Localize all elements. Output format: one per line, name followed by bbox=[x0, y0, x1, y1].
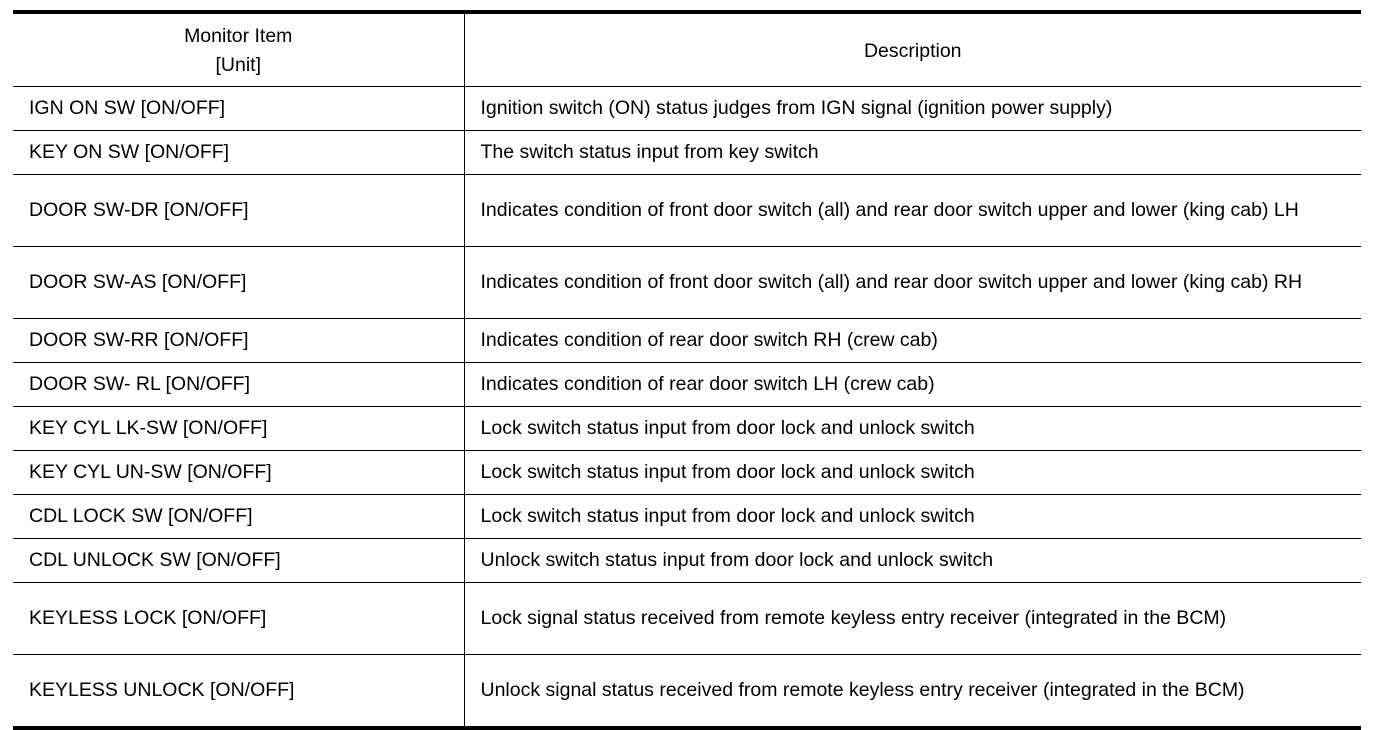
table-row: DOOR SW-RR [ON/OFF] Indicates condition … bbox=[13, 318, 1361, 363]
description-cell: Lock switch status input from door lock … bbox=[463, 450, 1361, 495]
description-cell: Unlock signal status received from remot… bbox=[463, 654, 1361, 728]
description-cell: Indicates condition of rear door switch … bbox=[463, 362, 1361, 407]
monitor-item-cell: KEYLESS LOCK [ON/OFF] bbox=[13, 582, 464, 655]
description-cell: Unlock switch status input from door loc… bbox=[463, 538, 1361, 583]
table-row: KEY CYL UN-SW [ON/OFF] Lock switch statu… bbox=[13, 450, 1361, 495]
description-cell: Indicates condition of front door switch… bbox=[463, 246, 1361, 319]
monitor-item-cell: KEY ON SW [ON/OFF] bbox=[13, 130, 464, 175]
monitor-item-cell: KEY CYL UN-SW [ON/OFF] bbox=[13, 450, 464, 495]
monitor-item-cell: CDL LOCK SW [ON/OFF] bbox=[13, 494, 464, 539]
description-cell: Lock signal status received from remote … bbox=[463, 582, 1361, 655]
description-cell: Indicates condition of front door switch… bbox=[463, 174, 1361, 247]
table-row: CDL UNLOCK SW [ON/OFF] Unlock switch sta… bbox=[13, 538, 1361, 583]
description-cell: Lock switch status input from door lock … bbox=[463, 494, 1361, 539]
table-header-row: Monitor Item [Unit] Description bbox=[13, 12, 1361, 87]
table-row: KEYLESS LOCK [ON/OFF] Lock signal status… bbox=[13, 582, 1361, 655]
header-unit-label: [Unit] bbox=[215, 54, 261, 76]
monitor-item-cell: CDL UNLOCK SW [ON/OFF] bbox=[13, 538, 464, 583]
header-monitor-item-label: Monitor Item bbox=[184, 25, 293, 47]
table-row: IGN ON SW [ON/OFF] Ignition switch (ON) … bbox=[13, 86, 1361, 131]
monitor-item-cell: DOOR SW- RL [ON/OFF] bbox=[13, 362, 464, 407]
monitor-item-cell: KEY CYL LK-SW [ON/OFF] bbox=[13, 406, 464, 451]
table-row: CDL LOCK SW [ON/OFF] Lock switch status … bbox=[13, 494, 1361, 539]
monitor-item-cell: DOOR SW-RR [ON/OFF] bbox=[13, 318, 464, 363]
table-row: KEYLESS UNLOCK [ON/OFF] Unlock signal st… bbox=[13, 654, 1361, 728]
description-cell: The switch status input from key switch bbox=[463, 130, 1361, 175]
table-row: DOOR SW-AS [ON/OFF] Indicates condition … bbox=[13, 246, 1361, 319]
monitor-item-cell: KEYLESS UNLOCK [ON/OFF] bbox=[29, 679, 295, 701]
header-description-label: Description bbox=[863, 39, 962, 62]
description-cell: Lock switch status input from door lock … bbox=[463, 406, 1361, 451]
monitor-item-cell: DOOR SW-AS [ON/OFF] bbox=[13, 246, 464, 319]
monitor-item-cell: DOOR SW-DR [ON/OFF] bbox=[13, 174, 464, 247]
header-description: Description bbox=[463, 12, 1361, 87]
description-cell: Indicates condition of rear door switch … bbox=[463, 318, 1361, 363]
table-row: DOOR SW- RL [ON/OFF] Indicates condition… bbox=[13, 362, 1361, 407]
table-row: KEY CYL LK-SW [ON/OFF] Lock switch statu… bbox=[13, 406, 1361, 451]
monitor-table-container: Monitor Item [Unit] Description IGN ON S… bbox=[13, 10, 1361, 730]
monitor-item-table: Monitor Item [Unit] Description IGN ON S… bbox=[13, 10, 1361, 730]
header-monitor-item: Monitor Item [Unit] bbox=[13, 12, 464, 87]
monitor-item-cell: IGN ON SW [ON/OFF] bbox=[13, 86, 464, 131]
description-cell: Ignition switch (ON) status judges from … bbox=[463, 86, 1361, 131]
table-row: KEY ON SW [ON/OFF] The switch status inp… bbox=[13, 130, 1361, 175]
table-row: DOOR SW-DR [ON/OFF] Indicates condition … bbox=[13, 174, 1361, 247]
